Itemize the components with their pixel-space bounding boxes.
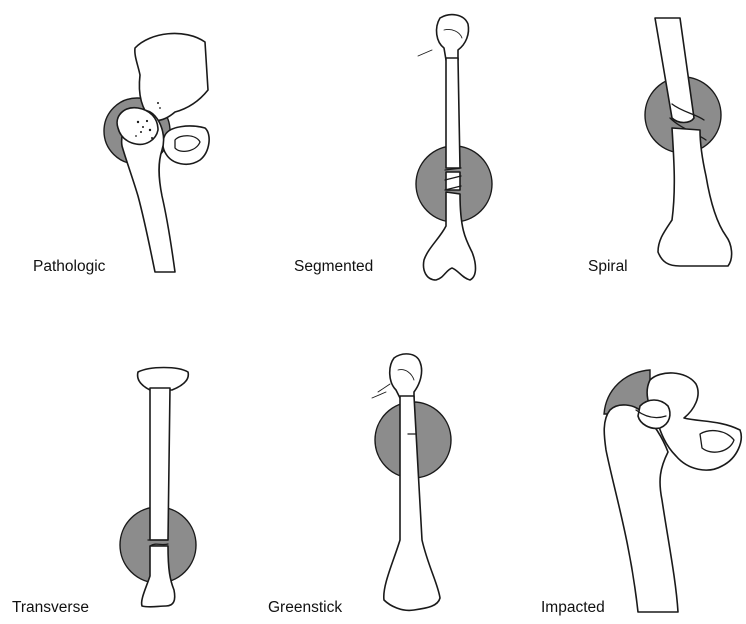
pelvis-shape [135,33,208,120]
label-segmented: Segmented [294,258,373,275]
pathologic-illustration [104,33,209,272]
segmented-illustration [416,15,492,280]
impacted-illustration [604,370,741,612]
label-spiral: Spiral [588,258,628,275]
label-transverse: Transverse [12,599,89,616]
label-impacted: Impacted [541,599,605,616]
transverse-illustration [120,368,196,607]
segmented-shaft [446,58,460,168]
greenstick-illustration [372,354,451,610]
transverse-upper-shaft [150,388,170,540]
label-pathologic: Pathologic [33,258,106,275]
label-greenstick: Greenstick [268,599,342,616]
ischium-shape [163,126,209,164]
spiral-illustration [645,18,732,266]
